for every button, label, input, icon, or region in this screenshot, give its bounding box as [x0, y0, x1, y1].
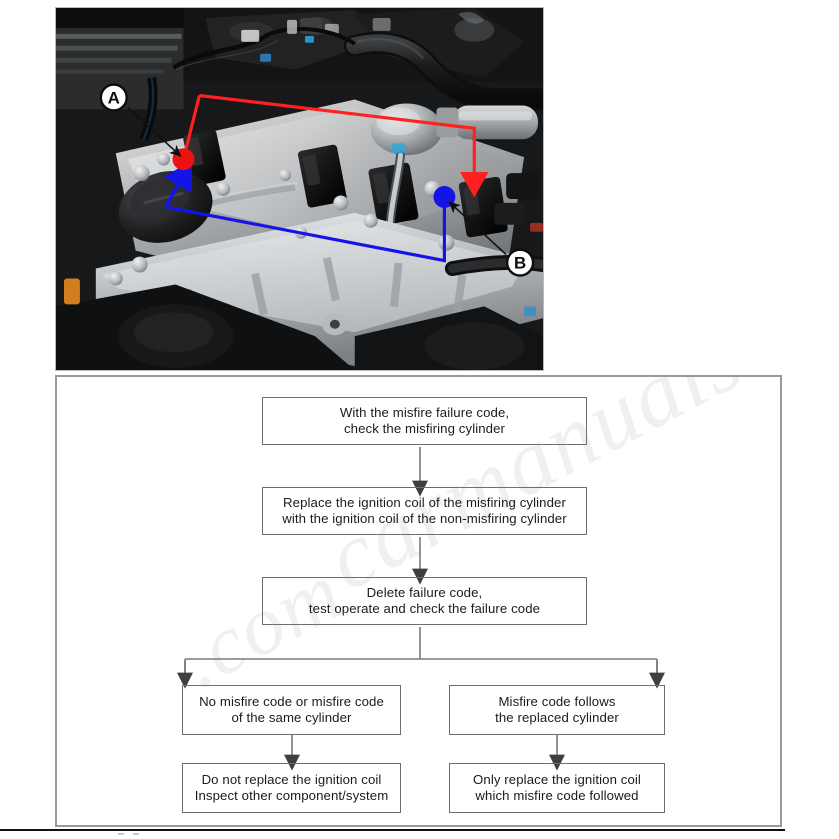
engine-photo: A B: [56, 8, 543, 370]
edge-branch-bus: [184, 627, 658, 677]
lower-engine-dark: [56, 284, 543, 370]
callout-b-leader: [448, 201, 507, 256]
flowchart-panel: carmanuals .com With the misfire failure…: [55, 375, 782, 827]
blue-overlay-arrow: [163, 160, 192, 208]
flow-node-delete-failure-code: Delete failure code, test operate and ch…: [262, 577, 587, 625]
flow-node-check-misfiring-cylinder: With the misfire failure code, check the…: [262, 397, 587, 445]
wiring-harness: [139, 19, 356, 141]
flow-node-replace-ignition-coil: Replace the ignition coil of the misfiri…: [262, 487, 587, 535]
flow-node-only-replace-coil: Only replace the ignition coil which mis…: [449, 763, 665, 813]
callout-a: A: [99, 83, 128, 112]
callout-a-label: A: [108, 88, 120, 107]
flow-node-do-not-replace-coil: Do not replace the ignition coil Inspect…: [182, 763, 401, 813]
cut-caption-fragment-1: [118, 833, 124, 835]
marker-b-blue-dot: [433, 186, 456, 208]
orange-tag: [63, 278, 80, 305]
page-bottom-rule: [0, 829, 785, 831]
callout-b-label: B: [514, 254, 526, 273]
callout-a-leader: [127, 106, 182, 157]
flow-node-no-misfire-or-same-cylinder: No misfire code or misfire code of the s…: [182, 685, 401, 735]
engine-photo-panel: A B: [55, 7, 544, 371]
flowchart-connectors: [177, 447, 665, 771]
upper-engine-clutter: [183, 8, 543, 82]
air-hose: [343, 31, 543, 111]
cut-caption-fragment-2: [133, 833, 139, 835]
blue-overlay-path: [165, 196, 446, 263]
callout-b: B: [505, 248, 535, 277]
right-connectors: [444, 173, 543, 317]
flow-node-misfire-follows-replaced-cylinder: Misfire code follows the replaced cylind…: [449, 685, 665, 735]
red-overlay-path: [199, 93, 489, 198]
